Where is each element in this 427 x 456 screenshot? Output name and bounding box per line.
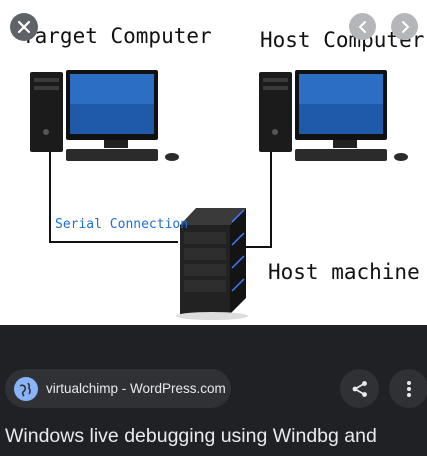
- host-machine-graphic: [176, 208, 248, 320]
- close-button[interactable]: [10, 13, 38, 41]
- serial-line: [49, 150, 178, 243]
- more-vertical-icon: [406, 380, 411, 397]
- chevron-left-icon: [358, 20, 366, 33]
- share-icon: [352, 380, 367, 397]
- host-keyboard: [295, 149, 387, 161]
- network-diagram: [30, 70, 408, 320]
- target-keyboard: [66, 149, 158, 161]
- result-title[interactable]: Windows live debugging using Windbg and: [5, 425, 377, 447]
- host-tower: [259, 72, 292, 152]
- chevron-right-icon: [401, 20, 409, 33]
- host-machine-label: Host machine: [268, 260, 420, 284]
- image-preview[interactable]: Target Computer Host Computer Host machi…: [0, 0, 427, 325]
- more-options-button[interactable]: [389, 369, 427, 408]
- target-mouse: [165, 153, 179, 161]
- previous-image-button[interactable]: [349, 13, 376, 40]
- connection-lines: [49, 150, 272, 248]
- source-site-name: virtualchimp - WordPress.com: [46, 381, 226, 396]
- source-chip[interactable]: virtualchimp - WordPress.com: [5, 369, 231, 408]
- target-tower: [30, 72, 63, 152]
- share-button[interactable]: [340, 369, 379, 408]
- host-line: [245, 150, 272, 248]
- host-computer-graphic: [259, 70, 408, 161]
- target-computer-graphic: [30, 70, 179, 161]
- target-computer-label: Target Computer: [22, 24, 212, 48]
- next-image-button[interactable]: [391, 13, 418, 40]
- serial-connection-label: Serial Connection: [55, 217, 189, 232]
- globe-icon: [14, 376, 38, 401]
- close-icon: [17, 20, 31, 34]
- host-mouse: [394, 153, 408, 161]
